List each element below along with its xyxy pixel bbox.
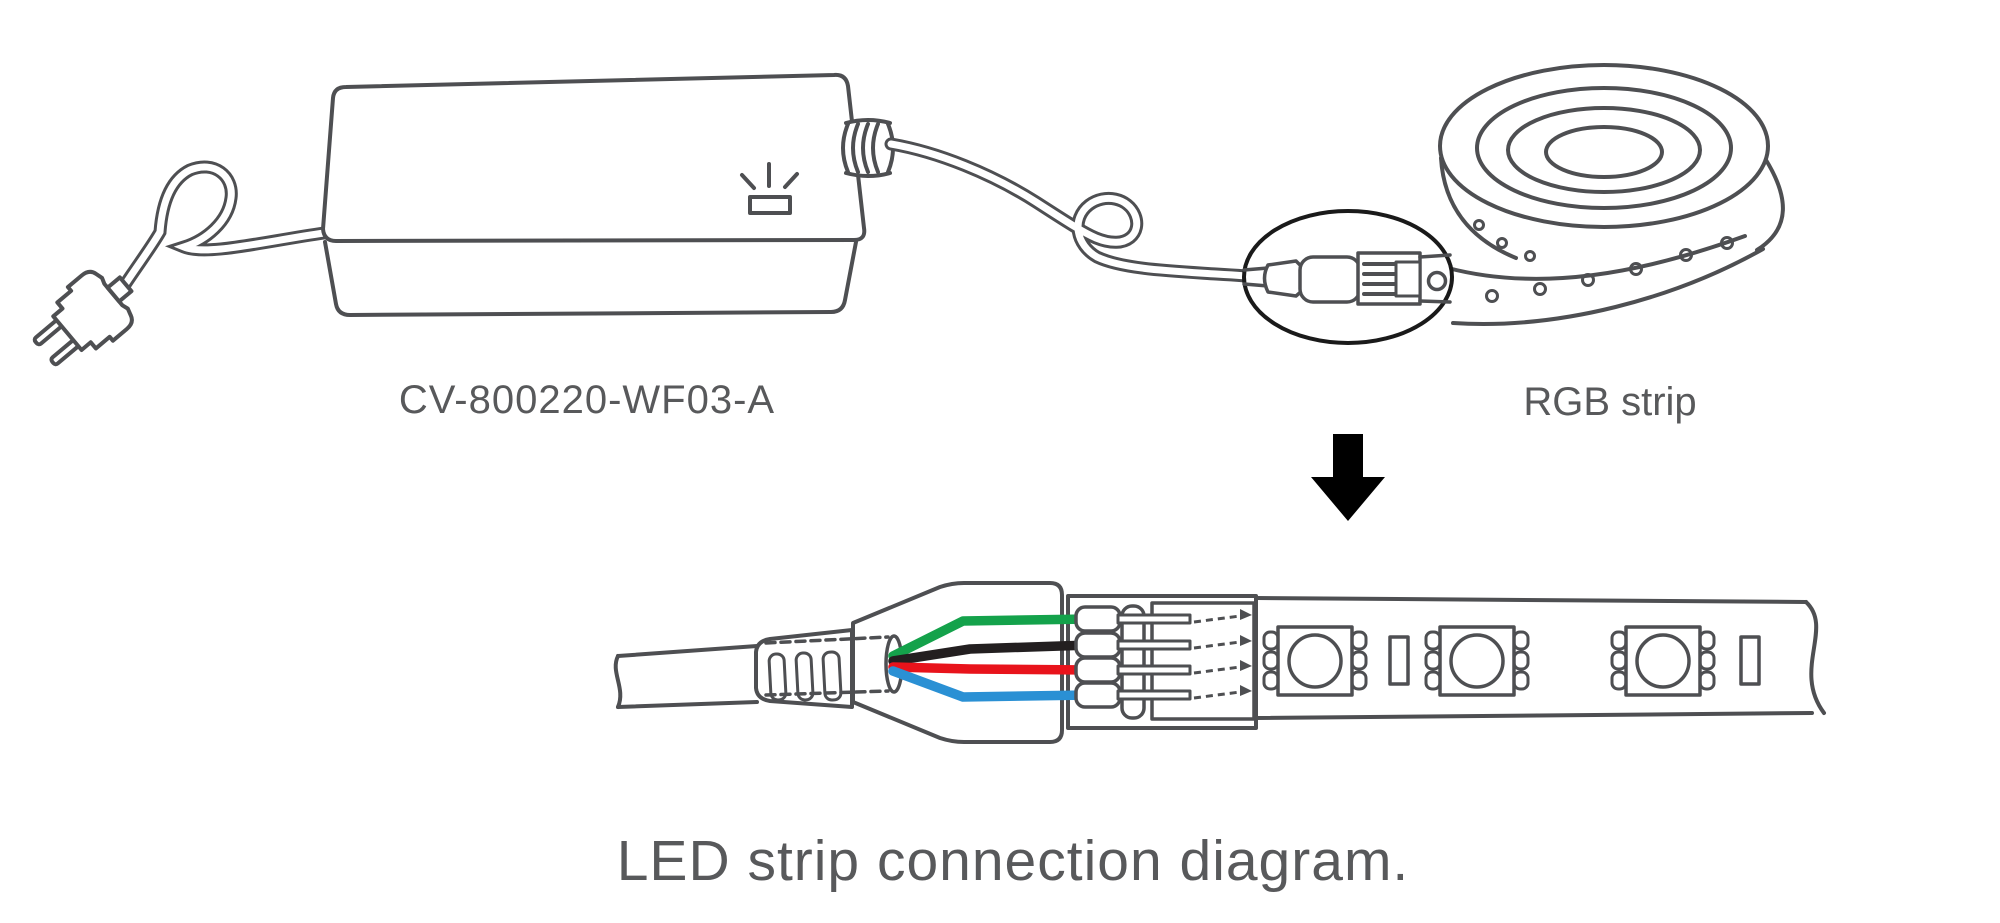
led-package: [1262, 625, 1368, 697]
power-adapter: [321, 72, 896, 317]
diagram-caption: LED strip connection diagram.: [616, 829, 1410, 893]
strain-relief: [754, 628, 854, 709]
connector-detail-callout: [1242, 209, 1454, 345]
dc-cable: [884, 137, 1271, 285]
led-package: [1610, 625, 1716, 697]
wire-blue: [888, 666, 1095, 702]
wire-terminals: [1074, 605, 1122, 709]
led-indicator-icon: [740, 162, 799, 215]
rgb-strip-label: RGB strip: [1523, 380, 1697, 424]
resistor: [1388, 635, 1410, 686]
mains-cord: [117, 160, 331, 293]
connector-pins: [1116, 613, 1192, 701]
connection-detail-view: [613, 581, 1826, 744]
wire-black: [888, 640, 1095, 666]
insertion-arrows: [1193, 609, 1252, 700]
led-strip: [1254, 596, 1826, 720]
wire-green: [888, 614, 1095, 661]
down-arrow-icon: [1311, 434, 1385, 521]
adapter-model-label: CV-800220-WF03-A: [398, 378, 776, 422]
power-plug: [32, 269, 134, 367]
rgb-strip-reel: [1438, 63, 1785, 326]
rgb-wires: [888, 614, 1095, 702]
mini-connector: [1242, 251, 1452, 306]
detail-cable: [613, 644, 759, 709]
resistor: [1739, 635, 1761, 686]
strip-led-dots: [1473, 219, 1734, 303]
led-package: [1424, 625, 1530, 697]
wire-red: [888, 662, 1095, 675]
